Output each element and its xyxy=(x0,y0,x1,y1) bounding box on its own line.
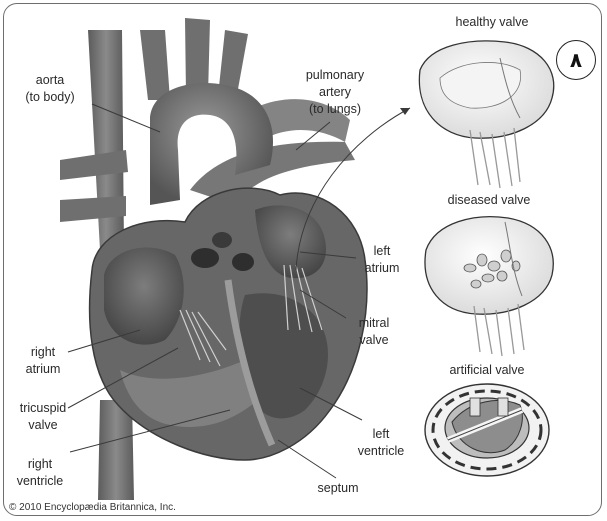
label-right-atrium-2: atrium xyxy=(26,362,61,376)
label-aorta-1: aorta xyxy=(36,73,65,87)
label-pulmonary-2: artery xyxy=(319,85,352,99)
label-mitral-2: valve xyxy=(359,333,388,347)
label-pulmonary-1: pulmonary xyxy=(306,68,365,82)
arrow-head-icon xyxy=(400,108,410,115)
label-left-atrium-1: left xyxy=(374,244,391,258)
label-left-atrium-2: atrium xyxy=(365,261,400,275)
label-left-ventricle-2: ventricle xyxy=(358,444,405,458)
label-mitral-1: mitral xyxy=(359,316,390,330)
diseased-valve: diseased valve xyxy=(425,193,553,356)
label-tricuspid-1: tricuspid xyxy=(20,401,67,415)
label-left-ventricle-1: left xyxy=(373,427,390,441)
label-pulmonary-3: (to lungs) xyxy=(309,102,361,116)
label-diseased-valve: diseased valve xyxy=(448,193,531,207)
label-right-atrium-1: right xyxy=(31,345,56,359)
label-right-ventricle-1: right xyxy=(28,457,53,471)
label-right-ventricle-2: ventricle xyxy=(17,474,64,488)
label-healthy-valve: healthy valve xyxy=(456,15,529,29)
figure-number-badge: ٨ xyxy=(556,40,596,80)
label-septum: septum xyxy=(318,481,359,495)
copyright-notice: © 2010 Encyclopædia Britannica, Inc. xyxy=(9,502,176,513)
label-aorta-2: (to body) xyxy=(25,90,74,104)
healthy-valve: healthy valve xyxy=(419,15,553,188)
label-artificial-valve: artificial valve xyxy=(449,363,524,377)
label-tricuspid-2: valve xyxy=(28,418,57,432)
artificial-valve: artificial valve xyxy=(425,363,549,476)
